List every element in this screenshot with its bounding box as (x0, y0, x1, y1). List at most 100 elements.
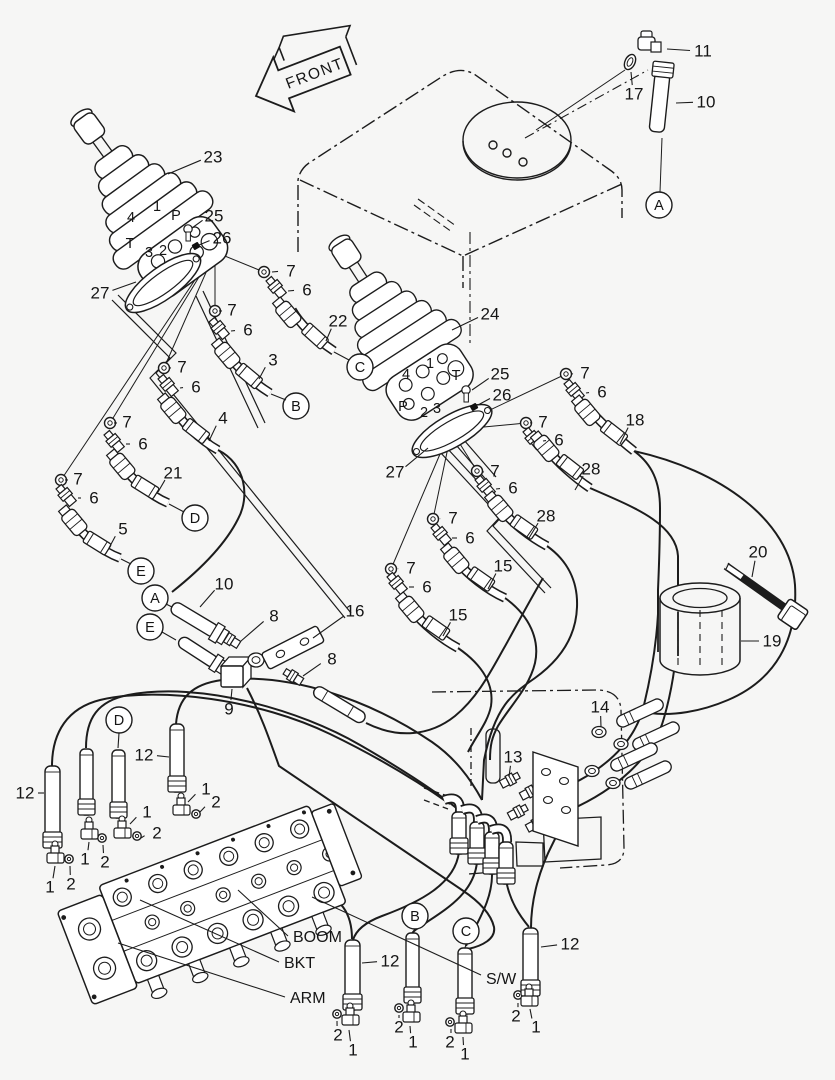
fitting-6 (386, 571, 409, 596)
o-ring-7 (257, 265, 271, 279)
label-boom: BOOM (293, 929, 342, 946)
callout-8: 8 (269, 607, 278, 626)
elbow-block-9 (219, 652, 265, 689)
callout-7: 7 (538, 413, 547, 432)
callout-7: 7 (490, 462, 499, 481)
hose-end-fitting (57, 504, 88, 537)
port-label-P: P (398, 399, 408, 415)
connection-circle-C (346, 353, 374, 381)
callout-28: 28 (582, 460, 601, 479)
nut (591, 725, 607, 739)
elbow-1 (46, 840, 65, 864)
hose-end-fitting (529, 430, 560, 463)
callout-6: 6 (89, 489, 98, 508)
label-bkt: BKT (284, 955, 315, 972)
callout-12: 12 (561, 935, 580, 954)
callout-17: 17 (625, 85, 644, 104)
callout-24: 24 (481, 305, 500, 324)
bolt-25 (183, 224, 193, 242)
bulkhead-tube (467, 821, 487, 865)
joystick-24 (328, 234, 474, 421)
o-ring-7 (384, 562, 398, 576)
port-label-2: 2 (159, 243, 167, 259)
o-ring-2 (64, 854, 74, 864)
callout-28: 28 (537, 507, 556, 526)
callout-2: 2 (511, 1007, 520, 1026)
hose-tail (610, 742, 658, 772)
callout-2: 2 (100, 853, 109, 872)
port-label-T: T (126, 236, 135, 252)
o-ring-2 (191, 809, 201, 819)
port-label-3: 3 (433, 401, 441, 417)
o-ring-7 (426, 512, 440, 526)
callout-27: 27 (91, 284, 110, 303)
hose-end-fitting (105, 448, 136, 481)
o-ring-7 (559, 367, 573, 381)
elbow-1 (402, 999, 421, 1023)
connection-letter-C: C (355, 360, 365, 376)
pilot-tube (109, 749, 128, 819)
callout-12: 12 (381, 952, 400, 971)
callout-6: 6 (422, 578, 431, 597)
gasket-27-right (411, 403, 493, 459)
callout-6: 6 (191, 378, 200, 397)
callout-27: 27 (386, 463, 405, 482)
callout-16: 16 (346, 602, 365, 621)
bulkhead-tube (449, 811, 469, 855)
callout-2: 2 (333, 1026, 342, 1045)
callout-7: 7 (448, 509, 457, 528)
callout-6: 6 (302, 281, 311, 300)
callout-26: 26 (213, 229, 232, 248)
pilot-tube (42, 765, 63, 849)
callout-7: 7 (122, 413, 131, 432)
bulkhead-bracket (532, 751, 579, 847)
callout-20: 20 (749, 543, 768, 562)
callout-25: 25 (491, 365, 510, 384)
callout-2: 2 (445, 1033, 454, 1052)
cable-tie-20 (723, 562, 809, 630)
connection-letter-B: B (410, 909, 420, 925)
callout-22: 22 (329, 312, 348, 331)
o-ring-2 (445, 1017, 455, 1027)
hose-end-fitting (483, 490, 514, 523)
connection-circle-E (127, 557, 155, 585)
pilot-tube (167, 723, 187, 793)
hose-end-fitting (210, 337, 241, 370)
callout-15: 15 (494, 557, 513, 576)
connection-circle-B (282, 392, 310, 420)
callout-25: 25 (205, 207, 224, 226)
tube-after-8 (312, 686, 366, 724)
port-label-1: 1 (153, 199, 161, 215)
callout-7: 7 (227, 301, 236, 320)
callout-10: 10 (697, 93, 716, 112)
gasket-27-left (124, 252, 202, 314)
connection-letter-E: E (145, 620, 155, 636)
callout-7: 7 (406, 559, 415, 578)
callout-5: 5 (118, 520, 127, 539)
hose-10-mid (170, 602, 231, 646)
callout-4: 4 (218, 409, 227, 428)
fitting-6 (157, 373, 180, 398)
callout-12: 12 (16, 784, 35, 803)
o-ring-7 (54, 473, 68, 487)
callout-6: 6 (138, 435, 147, 454)
fitting-6 (430, 522, 453, 547)
callout-10: 10 (215, 575, 234, 594)
callout-11: 11 (694, 42, 712, 61)
o-ring-2 (332, 1009, 342, 1019)
callout-1: 1 (348, 1041, 357, 1060)
callout-2: 2 (66, 875, 75, 894)
nut-26 (191, 242, 201, 250)
callout-3: 3 (268, 351, 277, 370)
joystick-23 (70, 108, 229, 299)
pilot-tube (77, 748, 96, 816)
connection-circle-D (181, 504, 209, 532)
port-label-4: 4 (402, 367, 410, 383)
elbow-1 (172, 792, 191, 816)
callout-1: 1 (531, 1018, 540, 1037)
callout-1: 1 (201, 780, 210, 799)
o-ring-2 (132, 831, 142, 841)
labels-layer (38, 48, 759, 1046)
port-label-P: P (171, 208, 181, 224)
